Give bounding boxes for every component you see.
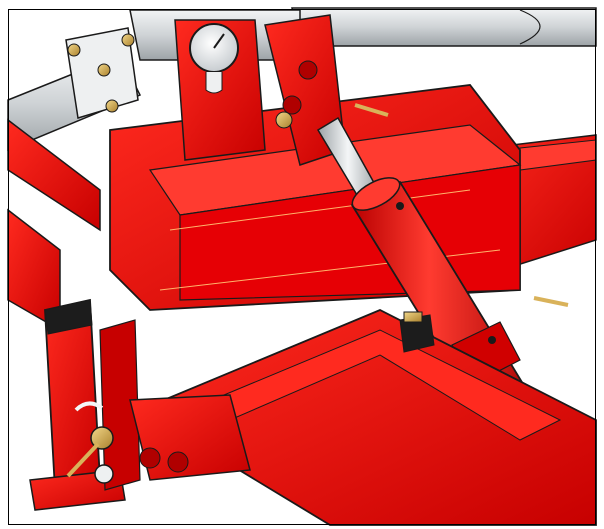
brass-pins: [275, 103, 569, 307]
pivot-bracket: [129, 394, 251, 481]
jack-stand: [29, 298, 141, 511]
lower-drawbar-plate: [138, 309, 597, 526]
hydraulic-connector: [399, 311, 435, 353]
upper-right-steel-tube: [291, 7, 597, 47]
tube-flange-clamp: [65, 27, 139, 119]
jack-pin-handle: [66, 401, 114, 484]
pressure-gauge: [189, 23, 239, 94]
